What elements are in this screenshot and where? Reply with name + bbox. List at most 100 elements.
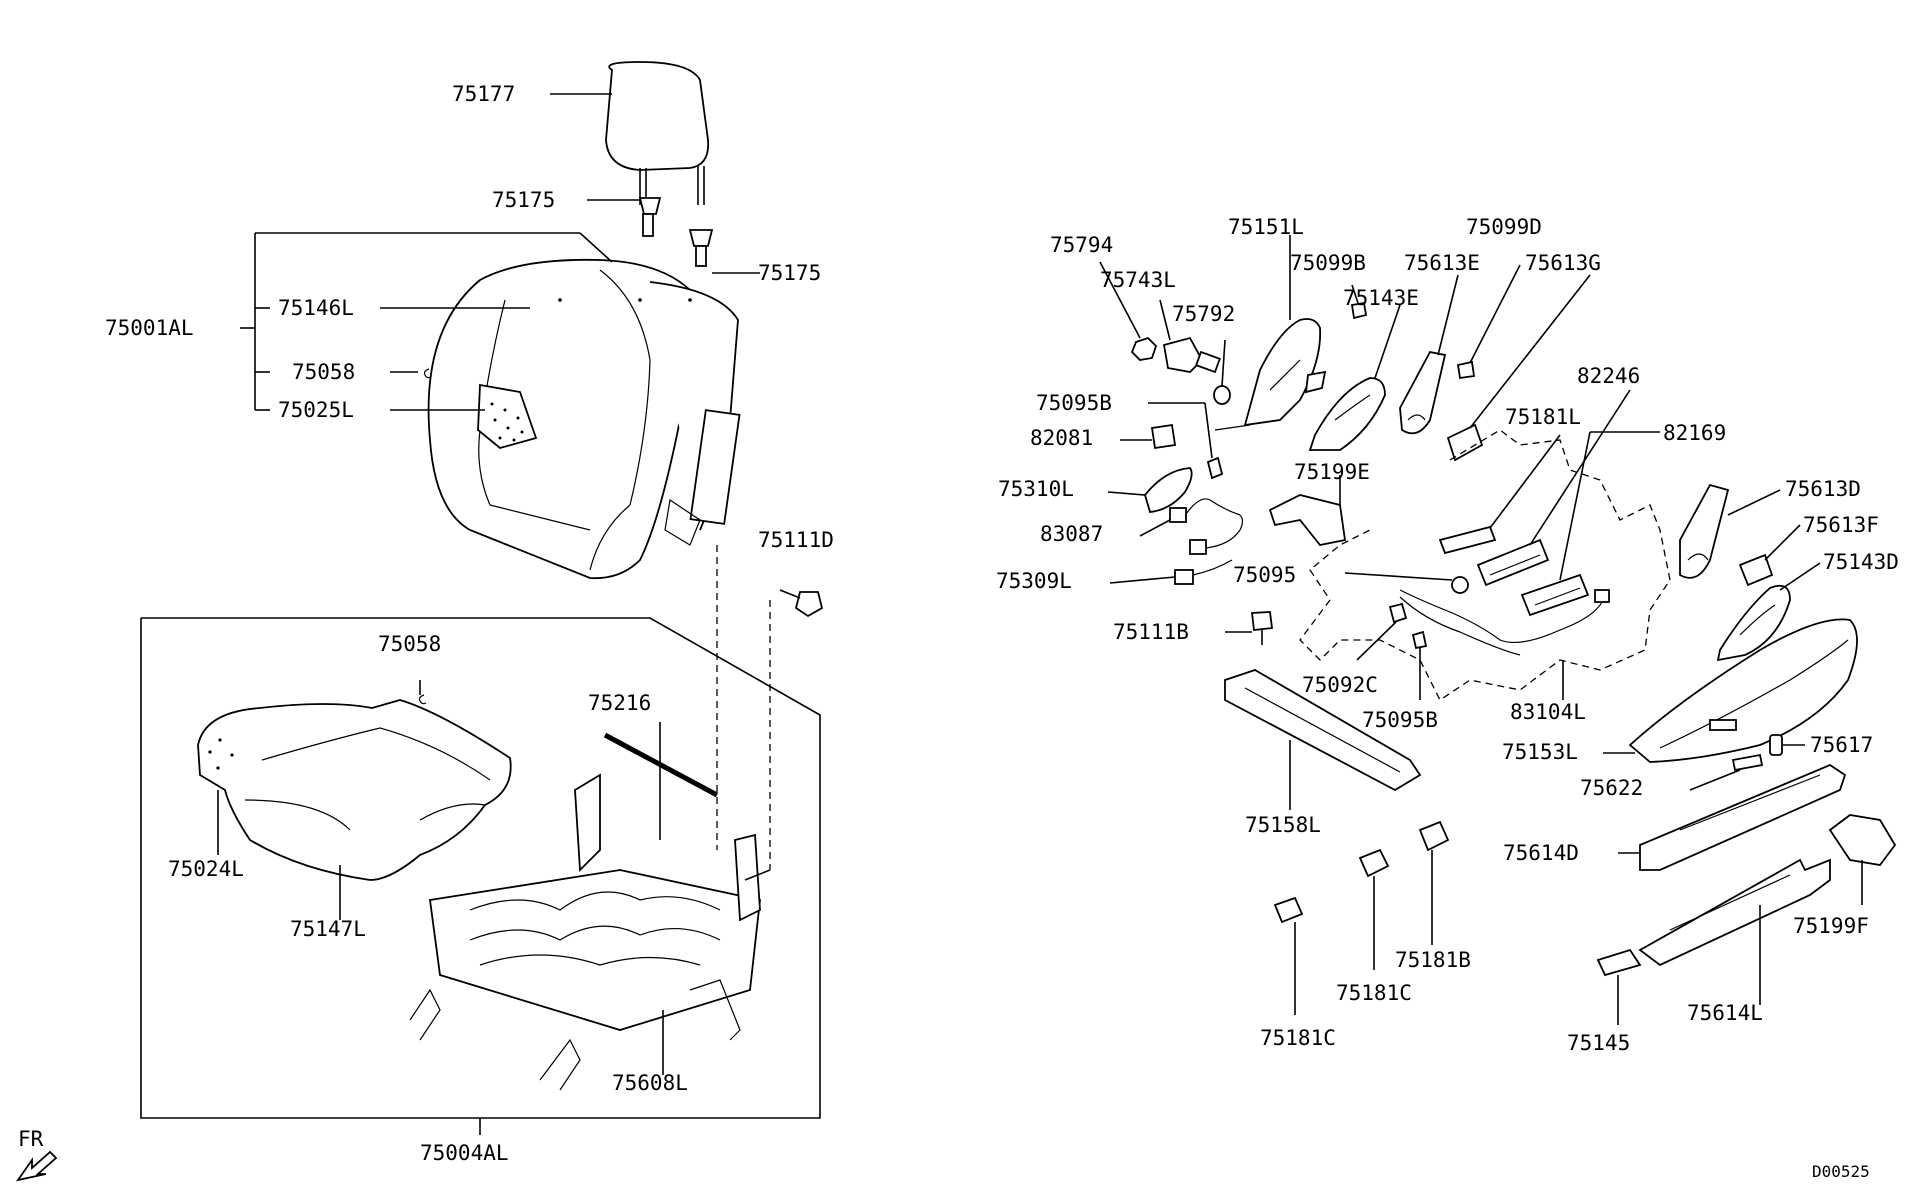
headrest-guide-right	[688, 229, 714, 267]
fr-label: FR	[18, 1127, 44, 1151]
label-75001al: 75001AL	[105, 316, 194, 340]
headrest-guide-left	[638, 197, 662, 237]
label-75309l: 75309L	[996, 569, 1072, 593]
label-75099b: 75099B	[1290, 251, 1366, 275]
clip-75181c-lower	[1273, 896, 1304, 1015]
label-75095: 75095	[1233, 563, 1296, 587]
label-75199f: 75199F	[1793, 914, 1869, 938]
document-code: D00525	[1812, 1162, 1870, 1181]
switch-82081	[1120, 423, 1177, 450]
clip-75095b-top	[1148, 402, 1224, 480]
clip-75095b-bottom	[1411, 630, 1428, 700]
label-75181b: 75181B	[1395, 948, 1471, 972]
switch-82169	[1520, 431, 1660, 617]
label-75199e: 75199E	[1294, 460, 1370, 484]
label-75613g: 75613G	[1525, 251, 1601, 275]
label-75614l: 75614L	[1687, 1001, 1763, 1025]
belt-buckle-75743l	[1159, 299, 1221, 374]
label-75153l: 75153L	[1502, 740, 1578, 764]
label-75794: 75794	[1050, 233, 1113, 257]
cover-75310l	[1107, 467, 1193, 513]
bracket-75613e	[1399, 274, 1459, 435]
cover-75199e	[1268, 475, 1347, 546]
nut-75794	[1099, 261, 1158, 361]
bracket-75613g	[1446, 274, 1591, 462]
label-83087: 83087	[1040, 522, 1103, 546]
label-75111b: 75111B	[1113, 620, 1189, 644]
label-75004al: 75004AL	[420, 1141, 509, 1165]
shield-75614d	[1618, 763, 1847, 871]
label-75175-a: 75175	[492, 188, 555, 212]
cap-75145	[1596, 948, 1642, 1025]
rail-cover-75158l	[1224, 669, 1422, 810]
label-75143e: 75143E	[1343, 286, 1419, 310]
bracket-75613d	[1679, 483, 1781, 579]
label-75111d: 75111D	[758, 528, 834, 552]
clip-75095	[1344, 572, 1469, 594]
label-75175-b: 75175	[758, 261, 821, 285]
clip-75058-cushion	[418, 694, 427, 705]
label-75177: 75177	[452, 82, 515, 106]
bracket-75613f	[1738, 524, 1801, 587]
cover-75199f	[1828, 814, 1897, 905]
label-75095b-bottom: 75095B	[1362, 708, 1438, 732]
reinforcement-rod	[603, 722, 719, 840]
label-82081: 82081	[1030, 426, 1093, 450]
label-75181l: 75181L	[1505, 405, 1581, 429]
label-75216: 75216	[588, 691, 651, 715]
label-75743l: 75743L	[1100, 268, 1176, 292]
leader-lines-left	[217, 93, 760, 920]
label-75158l: 75158L	[1245, 813, 1321, 837]
fr-arrow-icon	[15, 1150, 58, 1182]
switch-82246	[1476, 389, 1631, 587]
label-75092c: 75092C	[1302, 673, 1378, 697]
label-83104l: 83104L	[1510, 700, 1586, 724]
bezel-75622	[1689, 753, 1764, 791]
label-75145: 75145	[1567, 1031, 1630, 1055]
assembly-bracket-75001al	[240, 232, 613, 411]
seat-cushion	[197, 699, 512, 881]
washer-75792	[1213, 339, 1231, 405]
label-75025l: 75025L	[278, 398, 354, 422]
dashed-leaders	[716, 545, 771, 881]
bolt-75111b	[1225, 611, 1274, 645]
headrest	[605, 61, 710, 205]
cover-75143d	[1716, 562, 1821, 662]
shield-75614l	[1638, 858, 1831, 1005]
label-75058-a: 75058	[292, 360, 355, 384]
clip-75058-back	[423, 368, 432, 379]
label-75622: 75622	[1580, 776, 1643, 800]
label-75310l: 75310L	[998, 477, 1074, 501]
label-75613d: 75613D	[1785, 477, 1861, 501]
part-labels: 75177 75175 75175 75001AL 75146L 75058 7…	[105, 82, 1899, 1165]
seat-frame	[409, 773, 761, 1091]
label-75181c-b: 75181C	[1260, 1026, 1336, 1050]
label-75792: 75792	[1172, 302, 1235, 326]
label-75146l: 75146L	[278, 296, 354, 320]
label-75613e: 75613E	[1404, 251, 1480, 275]
front-direction-indicator: FR	[15, 1127, 58, 1182]
clip-75181b	[1418, 820, 1450, 945]
screw-75099b	[1350, 284, 1368, 320]
harness-83087	[1139, 498, 1241, 537]
label-75151l: 75151L	[1228, 215, 1304, 239]
harness-83104l	[1399, 589, 1610, 700]
harness-75309l	[1109, 514, 1244, 585]
label-75617: 75617	[1810, 733, 1873, 757]
seat-back	[427, 258, 741, 580]
bolt-75111d	[779, 589, 824, 618]
label-75143d: 75143D	[1823, 550, 1899, 574]
label-75608l: 75608L	[612, 1071, 688, 1095]
label-75613f: 75613F	[1803, 513, 1879, 537]
label-75099d: 75099D	[1466, 215, 1542, 239]
label-82246: 82246	[1577, 364, 1640, 388]
seat-cushion-box	[140, 617, 821, 1135]
label-75181c-a: 75181C	[1336, 981, 1412, 1005]
frame-outline-dashed	[1299, 429, 1671, 701]
label-75147l: 75147L	[290, 917, 366, 941]
cover-75143e	[1308, 304, 1401, 451]
label-75024l: 75024L	[168, 857, 244, 881]
switch-panel-75181l	[1438, 434, 1561, 555]
cap-75617	[1769, 734, 1805, 756]
